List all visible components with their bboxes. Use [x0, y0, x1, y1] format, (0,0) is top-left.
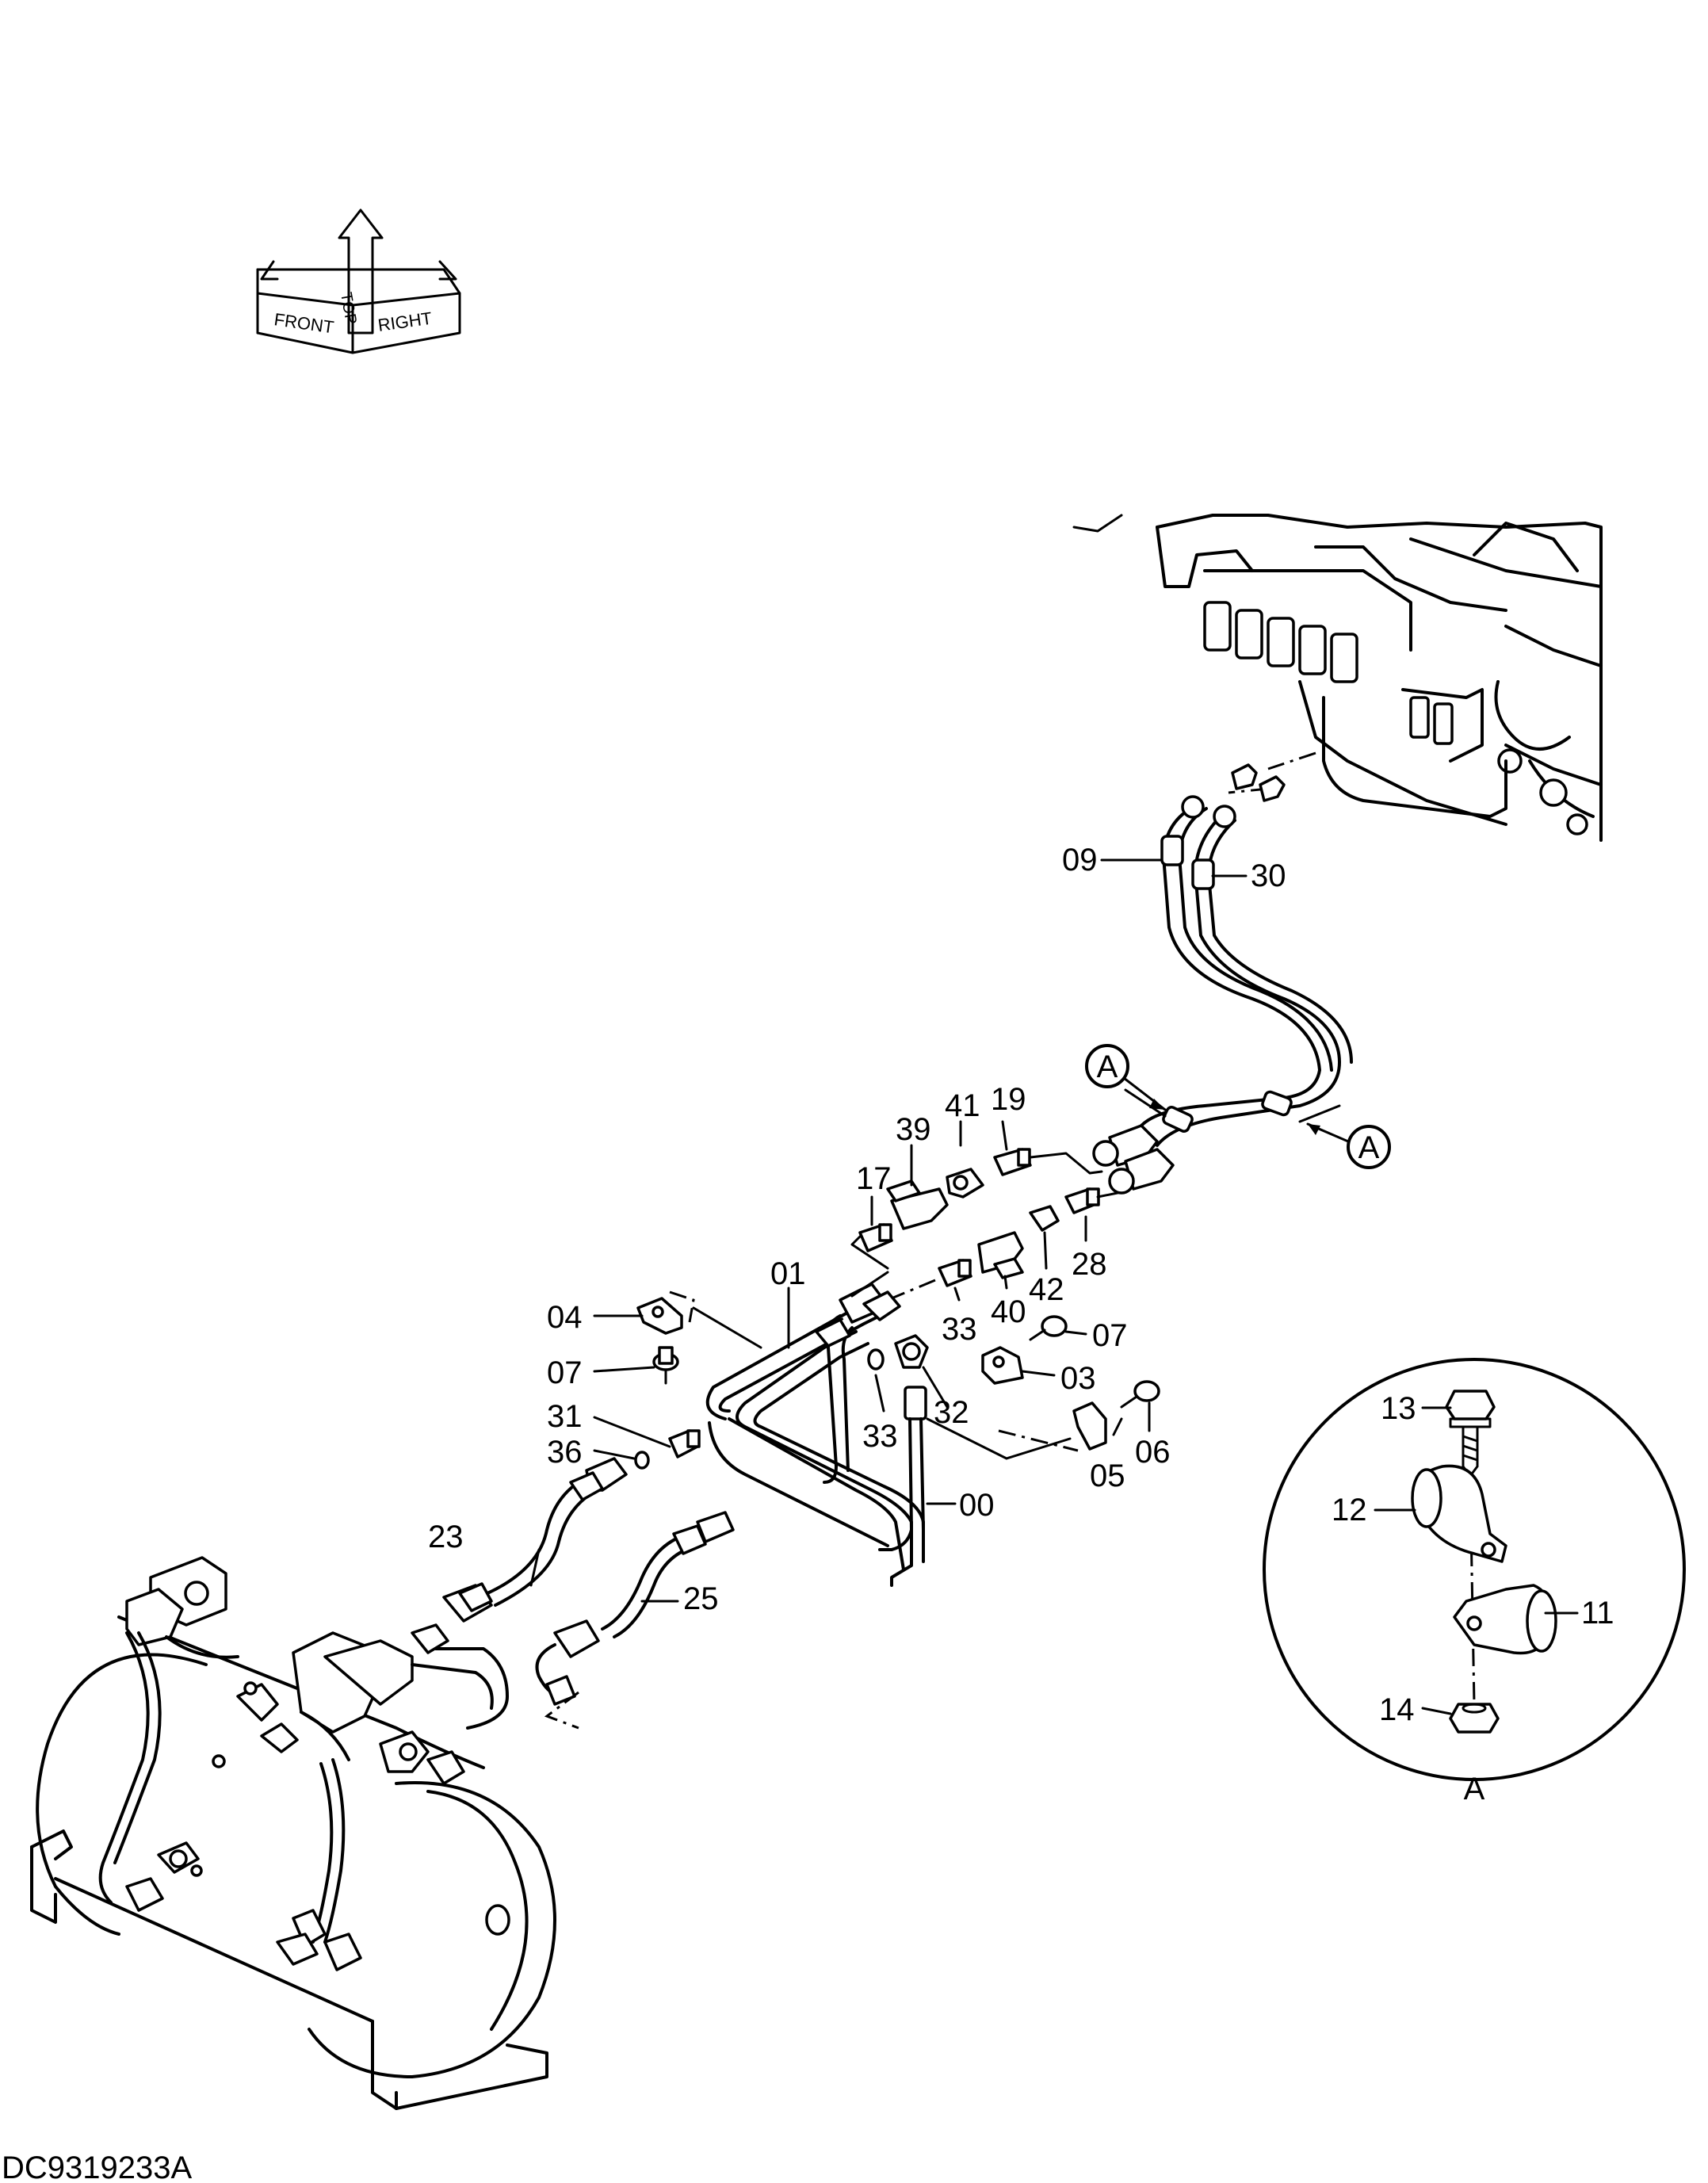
callout-06: 06 — [1135, 1435, 1171, 1470]
tube-01-fitting-upper — [839, 1283, 901, 1324]
fitting-17 — [858, 1223, 893, 1252]
orientation-top-label: TOP — [337, 291, 360, 326]
callout-14: 14 — [1379, 1692, 1415, 1727]
orientation-indicator: FRONT TOP RIGHT — [256, 208, 461, 354]
fitting-40 — [977, 1231, 1024, 1279]
clamp-05 — [1072, 1401, 1107, 1451]
detail-a-caption: A — [1464, 1772, 1485, 1806]
callout-11: 11 — [1581, 1596, 1614, 1631]
detail-a-marker-left: A — [1085, 1044, 1167, 1111]
orientation-right-label: RIGHT — [376, 308, 433, 335]
callout-12: 12 — [1332, 1493, 1367, 1527]
detail-nut-14 — [1449, 1703, 1500, 1734]
detail-clamp-12 — [1411, 1464, 1507, 1563]
elbow-31 — [894, 1334, 929, 1369]
callout-27: 28 — [1072, 1247, 1107, 1282]
hose-28-sleeve — [1191, 858, 1215, 890]
callout-07-right: 07 — [1092, 1318, 1128, 1353]
callout-19: 19 — [991, 1082, 1026, 1117]
callout-25: 25 — [683, 1581, 719, 1616]
callout-23: 23 — [428, 1520, 464, 1554]
upper-hose-assembly — [1092, 751, 1353, 1195]
callout-41: 41 — [945, 1088, 980, 1123]
fitting-41 — [946, 1168, 984, 1199]
fitting-30 — [668, 1429, 701, 1459]
callout-28: 30 — [1251, 858, 1286, 893]
callout-42: 42 — [1029, 1272, 1064, 1307]
callout-39: 39 — [896, 1112, 931, 1147]
o-ring-32 — [867, 1348, 885, 1371]
detail-a — [1263, 1358, 1686, 1781]
callout-03: 03 — [1060, 1361, 1096, 1396]
detail-a-marker-right-label: A — [1358, 1130, 1380, 1165]
callout-36: 33 — [942, 1312, 977, 1347]
callout-01: 01 — [770, 1256, 806, 1291]
fitting-36 — [938, 1259, 972, 1287]
orientation-front-label: FRONT — [273, 309, 335, 337]
callout-09: 09 — [1062, 843, 1098, 877]
callout-04: 04 — [547, 1300, 583, 1335]
fitting-27 — [1064, 1187, 1100, 1214]
callout-13: 13 — [1381, 1391, 1416, 1426]
upper-adapter-1 — [1231, 763, 1258, 790]
fitting-19 — [993, 1148, 1032, 1176]
o-ring-33 — [634, 1451, 650, 1470]
hose-23 — [442, 1457, 628, 1623]
clamp-04 — [636, 1290, 762, 1349]
hose-25 — [535, 1511, 735, 1730]
bolt-07-right — [1029, 1315, 1068, 1341]
tube-01-fitting-lower — [815, 1318, 851, 1348]
detail-a-marker-left-label: A — [1097, 1049, 1118, 1084]
bolt-06 — [1120, 1380, 1160, 1409]
callout-05: 05 — [1090, 1459, 1125, 1493]
callout-32: 33 — [862, 1419, 898, 1454]
callout-17: 17 — [856, 1161, 892, 1196]
callout-33: 36 — [547, 1435, 583, 1470]
callout-40: 40 — [991, 1294, 1026, 1329]
detail-bolt-13 — [1445, 1390, 1496, 1478]
hose-09-sleeve — [1160, 835, 1184, 866]
compressor-tank — [30, 1556, 556, 2110]
leader-lines — [529, 858, 1579, 1715]
fitting-42 — [1029, 1205, 1060, 1232]
detail-a-marker-right: A — [1306, 1122, 1391, 1169]
detail-clamp-11 — [1453, 1584, 1557, 1655]
upper-adapter-2 — [1259, 775, 1286, 802]
fittings-row — [839, 1148, 1119, 1321]
tube-00-fitting — [904, 1386, 927, 1420]
drawing-id: DC9319233A — [2, 2151, 192, 2183]
callout-labels: 09 30 41 19 39 17 28 42 40 33 07 03 01 0… — [428, 843, 1614, 1806]
callout-00: 00 — [959, 1488, 995, 1523]
callout-31: 32 — [934, 1395, 969, 1430]
valve-block — [1072, 514, 1603, 842]
tube-assembly-01 — [705, 1271, 1110, 1587]
bolt-07-left — [652, 1346, 679, 1385]
callout-30: 31 — [547, 1399, 583, 1434]
callout-07-left: 07 — [547, 1355, 583, 1390]
clamp-03 — [981, 1346, 1024, 1385]
fitting-39 — [886, 1179, 949, 1230]
